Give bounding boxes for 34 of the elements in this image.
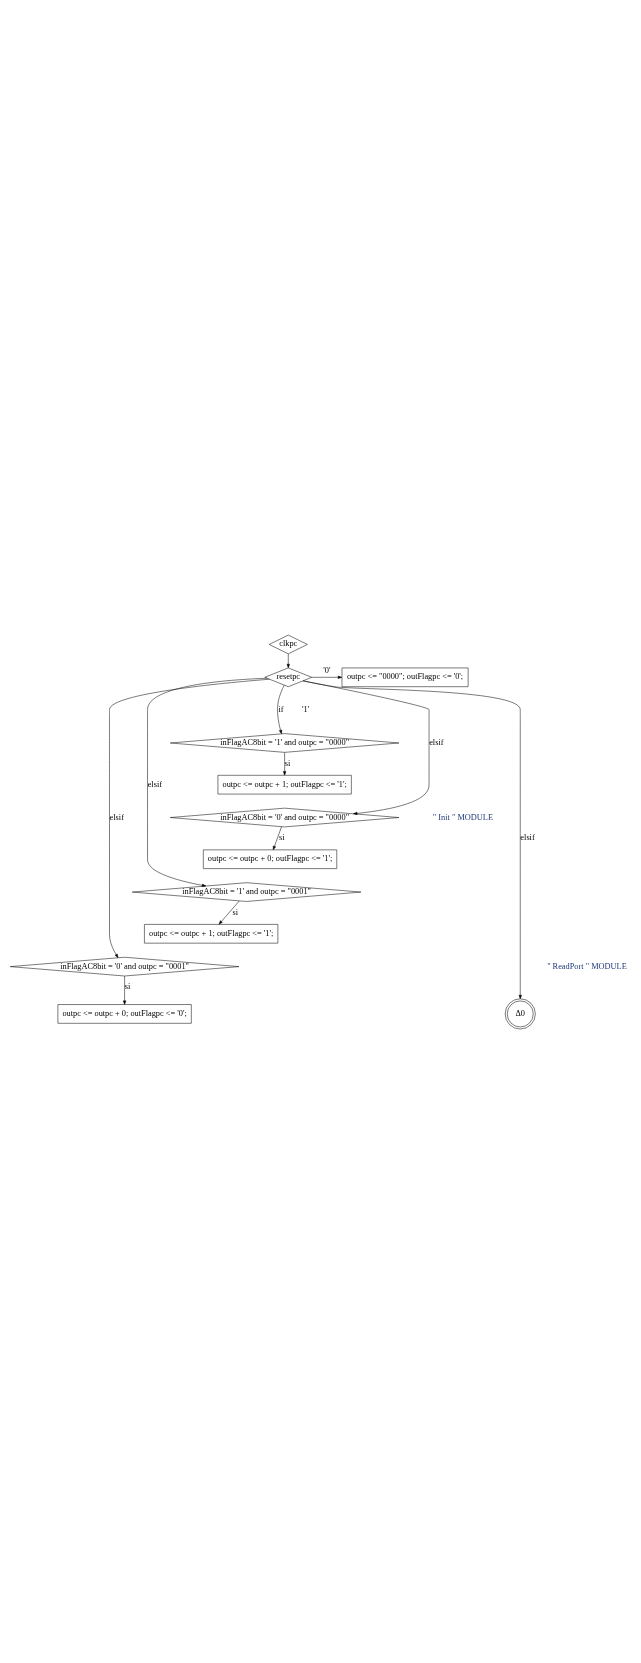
arrow bbox=[302, 680, 430, 815]
node-diamond: inFlagAC8bit = '1' and outpc = "0000" bbox=[170, 732, 400, 753]
label: " Init " MODULE bbox=[432, 812, 494, 822]
arrow bbox=[286, 653, 290, 668]
node-diamond: inFlagAC8bit = '0' and outpc = "0001" bbox=[10, 956, 240, 976]
arrow bbox=[311, 675, 343, 679]
arrow bbox=[283, 751, 287, 775]
label: '1' bbox=[301, 704, 310, 714]
edge-label: elsif bbox=[109, 812, 124, 822]
edge-label: si bbox=[284, 758, 291, 768]
node-box: outpc <= outpc + 1; outFlagpc <= '1'; bbox=[144, 923, 279, 943]
node-diamond: clkpc bbox=[268, 634, 308, 654]
arrow bbox=[277, 684, 285, 734]
arrow bbox=[123, 975, 127, 1005]
node-box: outpc <= outpc + 0; outFlagpc <= '0'; bbox=[57, 1003, 192, 1024]
edge-label: elsif bbox=[520, 832, 535, 842]
edge-label: '0' bbox=[323, 665, 331, 675]
arrow bbox=[218, 900, 240, 925]
arrow bbox=[147, 677, 268, 887]
node-box: outpc <= outpc + 0; outFlagpc <= '1'; bbox=[203, 849, 338, 869]
edge-label: if bbox=[278, 704, 284, 714]
node-diamond: resetpc bbox=[264, 667, 313, 687]
edge-label: si bbox=[278, 832, 285, 842]
label: " ReadPort " MODULE bbox=[547, 961, 627, 971]
edge-label: elsif bbox=[147, 779, 163, 789]
edge-label: elsif bbox=[429, 737, 444, 747]
arrow bbox=[272, 825, 282, 850]
edge-label: si bbox=[232, 907, 239, 917]
node-diamond: inFlagAC8bit = '0' and outpc = "0000" bbox=[170, 807, 400, 827]
arrow bbox=[302, 680, 522, 999]
node-box: outpc <= "0000"; outFlagpc <= '0'; bbox=[341, 667, 469, 687]
node-box: outpc <= outpc + 1; outFlagpc <= '1'; bbox=[217, 774, 352, 794]
edge-label: si bbox=[124, 981, 131, 991]
arrow bbox=[109, 678, 270, 958]
